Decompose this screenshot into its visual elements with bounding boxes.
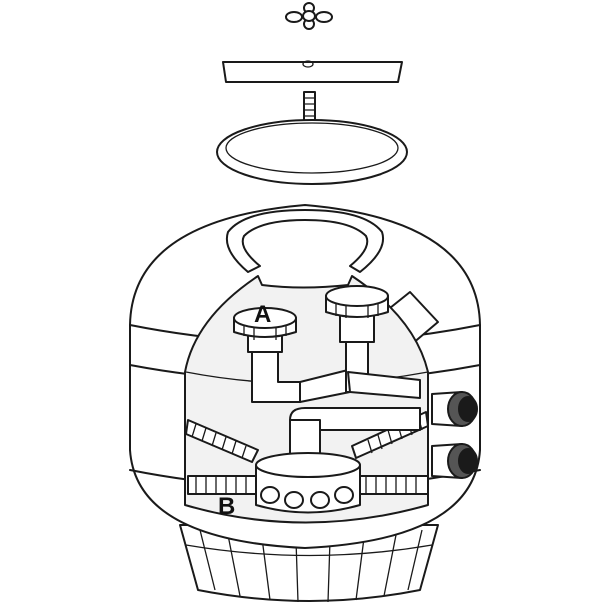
manifold-hub (255, 419, 361, 514)
lid-ring (216, 119, 408, 185)
top-knob (285, 2, 333, 30)
valve-knob-a (233, 307, 297, 353)
label-b: B (218, 493, 235, 520)
clamp-bar (222, 60, 403, 83)
side-port-lower (431, 443, 478, 479)
side-port-upper (431, 391, 478, 427)
label-a: A (254, 301, 271, 328)
base-skirt (179, 524, 439, 603)
internal-pipes (251, 339, 421, 431)
valve-knob-right (325, 285, 389, 343)
